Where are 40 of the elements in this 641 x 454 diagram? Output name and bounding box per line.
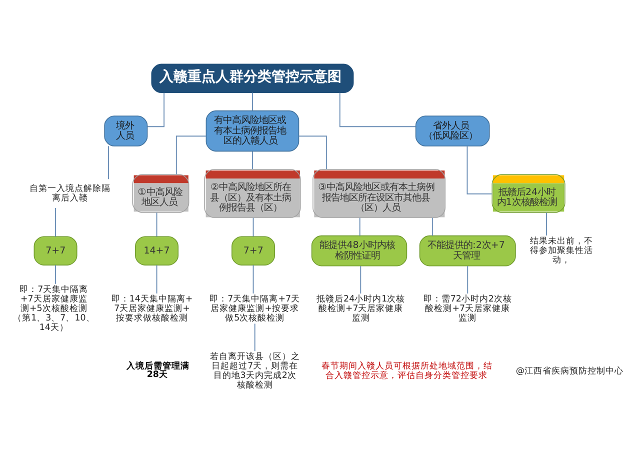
- label: 春节期间入赣人员可根据所处地域范围，结合入赣管控示意，评估自身分类管控要求: [321, 361, 492, 381]
- connector: [339, 92, 416, 127]
- connector: [359, 216, 360, 236]
- connector: [108, 145, 109, 180]
- connector: [467, 265, 468, 294]
- node-box: 有中高风险地区或有本土病例报告地区的入赣人员: [206, 110, 300, 152]
- node-text: 即：14天集中隔离+7天居家健康监测+按要求做核酸检测: [111, 294, 193, 323]
- connector: [252, 150, 253, 170]
- connector: [252, 264, 254, 294]
- node-box: 不能提供的:2次+7天管理: [419, 234, 516, 266]
- connector: [156, 212, 158, 237]
- connector: [546, 212, 547, 236]
- node-box: 7+7: [34, 236, 78, 265]
- node-text: 即：7天集中隔离+7天居家健康监测+按要求做5次核酸检测: [210, 294, 300, 323]
- connector: [298, 135, 327, 170]
- connector: [176, 135, 207, 174]
- connector: [146, 92, 164, 127]
- connector: [252, 216, 254, 236]
- node-box: 境外人员: [104, 115, 148, 146]
- node-box: 省外人员（低风险区）: [415, 115, 490, 146]
- connector: [360, 265, 362, 294]
- node-text: 即：需72小时内2次核酸检测+7天居家健康监测: [423, 294, 512, 323]
- connector: [55, 206, 56, 237]
- connector: [252, 92, 253, 110]
- node-box: 能提供48小时内核检阴性证明: [311, 234, 408, 266]
- node-text: 即：7天集中隔离+7天居家健康监测+5次核酸检测（第1、3、7、10、14天）: [13, 284, 95, 332]
- node-text: 自第一入境点解除隔离后入赣: [29, 183, 110, 203]
- node-text: 结果未出前，不得参加聚集性活动，: [530, 236, 594, 266]
- node-text: 若自离开该县（区）之日起超过7天，则需在目的地3天内完成2次核酸检测: [210, 352, 300, 390]
- node-box: 14+7: [135, 236, 179, 265]
- label: 入境后需管理满28天: [126, 361, 190, 380]
- label: @江西省疾病预防控制中心: [516, 366, 624, 376]
- connector: [156, 264, 158, 294]
- connector: [254, 322, 256, 352]
- node-box: 7+7: [232, 236, 276, 265]
- node-text: 抵赣后24小时内1次核酸检测+7天居家健康监测: [316, 294, 406, 323]
- connector: [55, 264, 56, 284]
- node-box: 入赣重点人群分类管控示意图: [151, 63, 354, 93]
- connector: [432, 216, 433, 236]
- connector: [466, 145, 492, 194]
